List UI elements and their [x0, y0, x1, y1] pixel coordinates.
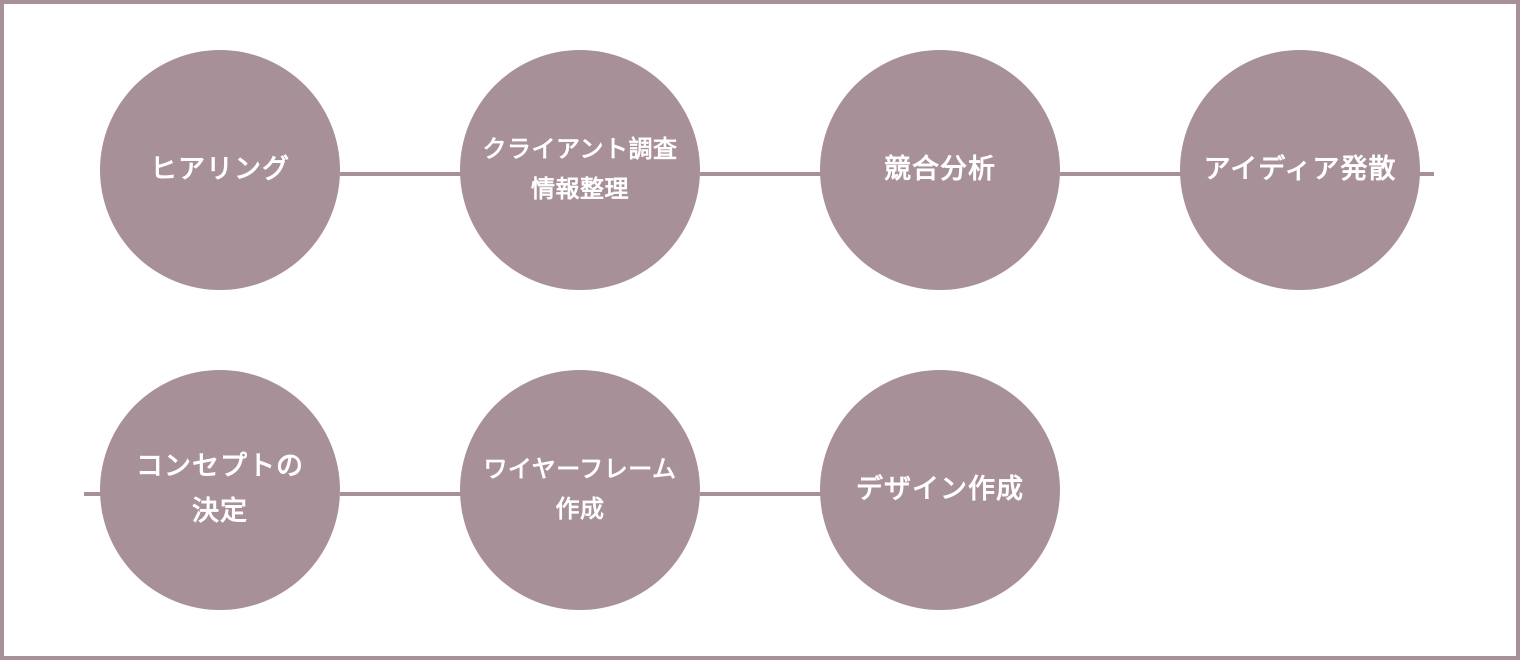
- connector-line-tail: [1416, 172, 1434, 176]
- step-label: 競合分析: [884, 153, 996, 185]
- connector-line: [340, 172, 470, 176]
- step-label: ヒアリング: [150, 153, 290, 185]
- connector-line: [1060, 172, 1190, 176]
- step-design: デザイン作成: [820, 370, 1060, 610]
- step-client-research: クライアント調査 情報整理: [460, 50, 700, 290]
- connector-line: [700, 172, 830, 176]
- step-hearing: ヒアリング: [100, 50, 340, 290]
- step-competitor-analysis: 競合分析: [820, 50, 1060, 290]
- step-wireframe: ワイヤーフレーム 作成: [460, 370, 700, 610]
- connector-line: [340, 492, 470, 496]
- connector-line: [700, 492, 830, 496]
- step-idea-divergence: アイディア発散: [1180, 50, 1420, 290]
- step-concept-decision: コンセプトの 決定: [100, 370, 340, 610]
- connector-line-lead: [84, 492, 106, 496]
- step-label: デザイン作成: [856, 473, 1024, 505]
- step-label: ワイヤーフレーム 作成: [483, 455, 677, 523]
- step-label: コンセプトの 決定: [136, 451, 304, 527]
- step-label: アイディア発散: [1203, 153, 1397, 185]
- step-label: クライアント調査 情報整理: [482, 135, 678, 203]
